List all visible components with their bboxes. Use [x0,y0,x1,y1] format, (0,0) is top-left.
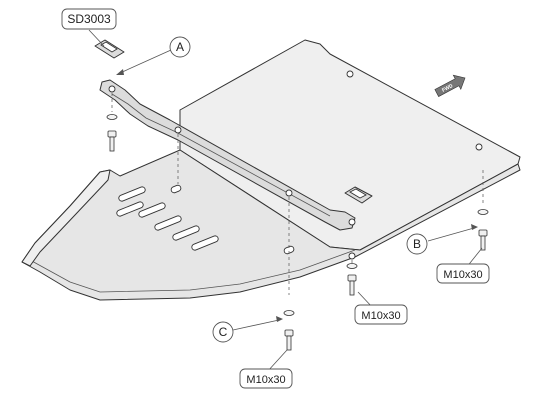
skid-plate [21,39,521,301]
vent-slot [170,184,182,194]
bolt-spec-b-text: M10x30 [443,269,482,281]
washer [106,114,118,120]
callout-b-text: B [413,237,421,251]
bolt-spec-c-right: M10x30 [354,304,408,325]
washer [283,310,295,316]
forward-arrow: FWD [434,74,466,97]
callout-c-text: C [219,325,228,339]
bolt-spec-c-left: M10x30 [239,368,293,389]
fastener-upper-left [106,114,118,152]
vent-slot [154,215,182,231]
bracket-hole [348,218,356,226]
bolt-spec-c-left-text: M10x30 [246,374,285,386]
callout-c: C [212,321,234,343]
vent-slot [138,202,166,218]
bracket-hole [108,85,116,93]
bracket-hole [285,189,293,197]
washer [477,209,489,215]
cross-bracket-edge [111,93,331,217]
part-number-label: SD3003 [61,8,117,30]
plate-small-bracket [344,186,373,204]
plate-small-bracket-slot [349,188,367,199]
part-number-text: SD3003 [67,12,111,26]
washer [346,263,358,269]
direction-mark: FWD [441,83,454,94]
fastener-c-left [283,310,295,351]
vent-slot [172,225,200,241]
plate-mount-hole [348,252,356,260]
vent-slot [116,201,144,217]
plate-mount-hole [346,70,354,78]
plate-left-flange [21,169,111,267]
callout-a: A [169,36,191,58]
callout-a-text: A [176,40,184,54]
bolt-icon [478,229,488,251]
bolt-spec-c-right-text: M10x30 [361,310,400,322]
arrow-icon [434,74,466,97]
plate-fold-line [29,249,356,293]
vent-slot [191,235,219,251]
leader-lines [88,29,483,373]
callout-b: B [406,233,428,255]
loose-bracket [94,39,125,59]
loose-bracket-slot [100,41,118,53]
vent-slot [118,186,146,202]
vent-slots [116,184,295,255]
bolt-icon [284,329,294,351]
cross-bracket [99,79,356,231]
fastener-b [477,209,489,251]
bracket-hole [174,126,182,134]
bolt-spec-b: M10x30 [436,263,490,284]
plate-mount-hole [475,143,483,151]
bolt-icon [347,274,357,296]
bolt-icon [107,130,117,152]
fastener-c-right [346,263,358,296]
vent-slot [283,245,295,255]
